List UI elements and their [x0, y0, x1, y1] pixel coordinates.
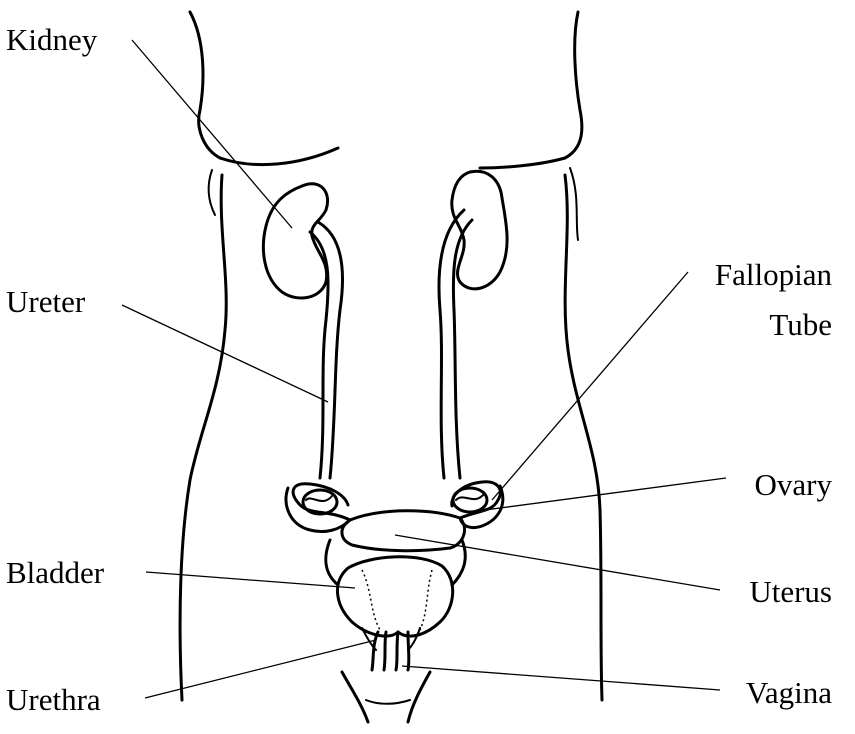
right-flank-line [570, 168, 578, 240]
bladder-left-dotted [362, 570, 380, 630]
fallopian-label-line2: Tube [769, 307, 832, 342]
right-ureter-outer [439, 210, 464, 478]
left-ovary-detail [306, 496, 332, 501]
right-ureter-inner [453, 220, 472, 478]
right-ovary-detail [456, 494, 484, 500]
kidney-leader [132, 40, 292, 228]
ureter-label: Ureter [6, 284, 86, 319]
labels: Kidney Ureter Fallopian Tube Ovary Bladd… [6, 22, 832, 717]
right-torso-outline [565, 175, 602, 700]
crotch-right [408, 672, 430, 722]
vagina-leader [402, 666, 720, 690]
kidneys [263, 171, 507, 298]
left-flank-line [209, 170, 215, 215]
uterus-group [286, 482, 503, 585]
vagina-label: Vagina [746, 675, 832, 710]
crotch-center [366, 700, 410, 704]
left-ovary [303, 490, 337, 514]
urethra-left [372, 632, 378, 670]
bladder-leader [146, 572, 355, 588]
bladder-label: Bladder [6, 555, 105, 590]
left-arm-outline [190, 12, 220, 158]
uterine-body-left [326, 540, 338, 585]
pelvic-floor-right [408, 628, 420, 650]
fallopian-label-line1: Fallopian [715, 257, 833, 292]
bladder-group [337, 557, 452, 636]
uterus-label: Uterus [749, 574, 832, 609]
kidney-label: Kidney [6, 22, 98, 57]
uterus [342, 511, 465, 551]
vagina-right [408, 632, 409, 670]
bladder [337, 557, 452, 636]
urethra-right [384, 632, 386, 670]
right-kidney [452, 171, 507, 289]
right-chest-curve [480, 158, 565, 168]
crotch-left [342, 672, 368, 722]
left-torso-outline [180, 175, 226, 700]
urethra-label: Urethra [6, 682, 101, 717]
leader-lines [122, 40, 726, 698]
uterus-leader [395, 535, 720, 590]
left-chest-curve [220, 148, 338, 165]
ovary-label: Ovary [755, 467, 833, 502]
bladder-right-dotted [420, 570, 432, 630]
right-ovary [453, 488, 487, 512]
vagina-left [396, 632, 398, 670]
body-outline [180, 12, 602, 722]
fallopian-tube-leader [492, 272, 688, 500]
ureters [310, 210, 472, 478]
right-arm-outline [565, 12, 582, 158]
